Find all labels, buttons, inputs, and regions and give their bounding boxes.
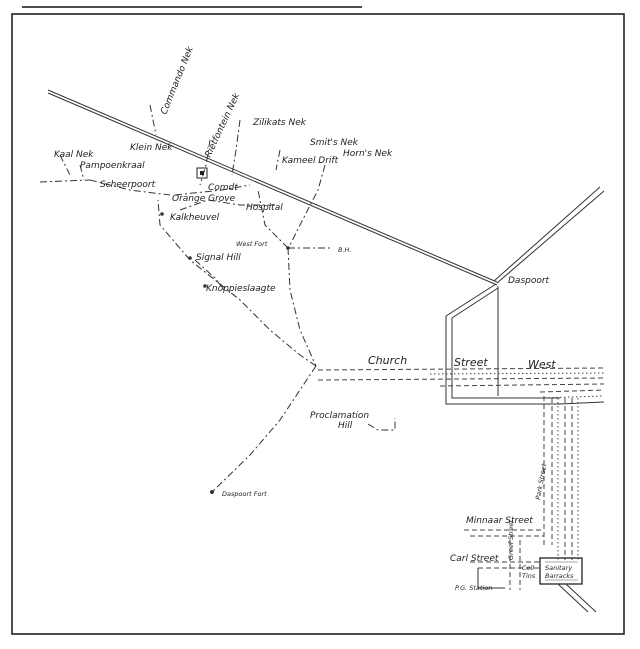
- label-greef-street: Greef Street: [507, 520, 515, 560]
- label-street: Street: [454, 356, 488, 369]
- label-orange-grove: Orange Grove: [172, 194, 236, 204]
- label-cell: Cell: [522, 564, 534, 572]
- label-kameel-drift: Kameel Drift: [282, 156, 339, 166]
- label-zilikats-nek: Zilikats Nek: [252, 118, 307, 128]
- label-bh: B.H.: [338, 246, 351, 254]
- label-commando-nek: Commando Nek: [160, 45, 197, 116]
- label-kalkheuvel: Kalkheuvel: [170, 213, 220, 223]
- label-church: Church: [368, 354, 407, 367]
- label-rietfontein-nek: Rietfontein Nek: [204, 91, 243, 159]
- label-horns-nek: Horn's Nek: [343, 149, 393, 159]
- label-daspoort: Daspoort: [508, 276, 550, 286]
- label-minnaar-street: Minnaar Street: [466, 516, 533, 526]
- label-kaal-nek: Kaal Nek: [54, 150, 94, 160]
- map-frame: [11, 13, 625, 635]
- label-signal-hill: Signal Hill: [196, 253, 241, 263]
- label-hill: Hill: [338, 421, 353, 431]
- sanitary-barracks-building: [539, 557, 583, 585]
- label-park-street: Park Street: [534, 463, 548, 501]
- minnaar-carl-streets: [464, 529, 544, 590]
- label-comdt: Comdt: [208, 183, 238, 193]
- label-sanitary: Sanitary: [545, 564, 572, 572]
- label-barracks: Barracks: [545, 572, 574, 580]
- label-proclamation: Proclamation: [310, 411, 369, 421]
- label-klein-nek: Klein Nek: [130, 143, 173, 153]
- church-street-band: [317, 367, 605, 405]
- road-bottom-right: [557, 583, 597, 613]
- label-knoppieslaagte: Knoppieslaagte: [206, 284, 276, 294]
- park-street-band: [543, 396, 579, 560]
- fort-line-network: [39, 104, 396, 493]
- label-hospital: Hospital: [246, 203, 283, 213]
- fort-markers: [160, 167, 290, 494]
- label-carl-street: Carl Street: [450, 554, 499, 564]
- railway-line: [47, 89, 605, 286]
- label-pg-station: P.G. Station: [455, 584, 492, 592]
- road-daspoort-south: [445, 283, 560, 405]
- label-pampoenkraal: Pampoenkraal: [80, 161, 145, 171]
- label-tins: Tins: [522, 572, 536, 580]
- label-west: West: [528, 358, 556, 371]
- label-west-fort: West Fort: [236, 240, 268, 248]
- label-scheerpoort: Scheerpoort: [100, 180, 156, 190]
- label-smits-nek: Smit's Nek: [310, 138, 359, 148]
- label-daspoort-fort: Daspoort Fort: [222, 490, 267, 498]
